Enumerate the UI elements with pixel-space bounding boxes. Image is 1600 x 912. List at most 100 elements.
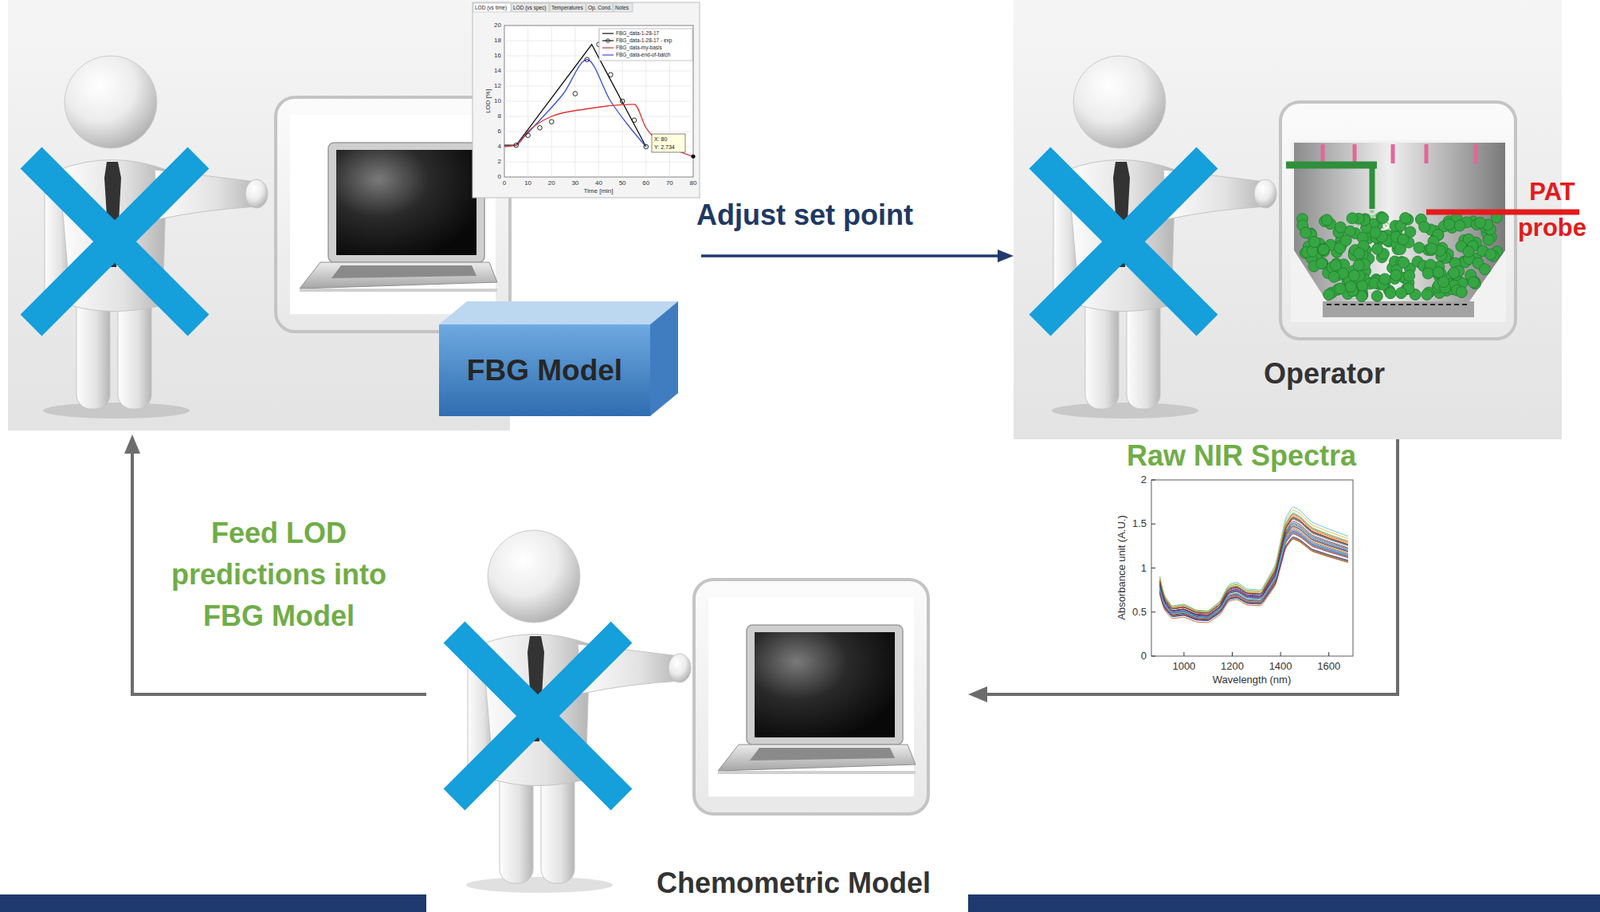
granule bbox=[1348, 270, 1360, 282]
chart-text: Temperatures bbox=[551, 4, 584, 11]
granule bbox=[1309, 236, 1321, 248]
lod-chart bbox=[472, 2, 700, 198]
data-curve bbox=[516, 59, 647, 147]
chart-text: Op. Cond. bbox=[588, 4, 612, 11]
model-name: FBG Model bbox=[466, 352, 623, 388]
chart-text: 2 bbox=[498, 157, 502, 165]
data-marker bbox=[608, 72, 614, 78]
chart-text: LOD (vs time) bbox=[474, 4, 507, 11]
chart-text: 0 bbox=[1141, 650, 1147, 663]
axis-tick bbox=[1151, 611, 1156, 612]
chart-text: Y: 2.734 bbox=[654, 144, 675, 151]
legend-sample bbox=[602, 39, 614, 41]
figure-head bbox=[487, 529, 581, 623]
card-frame bbox=[694, 579, 929, 814]
data-marker bbox=[631, 117, 637, 123]
spectrum-curve bbox=[1160, 514, 1349, 614]
granule bbox=[1352, 259, 1365, 271]
axis-tick bbox=[1231, 651, 1233, 656]
figure-hand bbox=[1254, 179, 1277, 208]
chart-text: 80 bbox=[690, 179, 698, 187]
laptop-base bbox=[717, 744, 916, 771]
chart-text: 30 bbox=[571, 179, 579, 187]
grid-line bbox=[504, 70, 694, 72]
legend-sample bbox=[606, 39, 611, 44]
granule bbox=[1426, 243, 1438, 255]
data-curve bbox=[504, 104, 694, 157]
spectrum-curve bbox=[1160, 524, 1349, 616]
block-front bbox=[439, 324, 651, 416]
spectrum-curve bbox=[1160, 513, 1349, 612]
spectrum-curve bbox=[1160, 517, 1349, 613]
card-frame bbox=[1280, 101, 1516, 339]
operator-panel: Operator bbox=[1013, 0, 1562, 440]
filter-nozzle bbox=[1424, 144, 1429, 164]
laptop-shadow bbox=[299, 288, 498, 292]
figure-head bbox=[1073, 55, 1166, 149]
granule bbox=[1300, 227, 1312, 239]
chart-text: FBG_data-end-of-batch bbox=[615, 51, 671, 58]
granule bbox=[1421, 288, 1433, 300]
granule bbox=[1328, 270, 1340, 283]
cross-mark bbox=[454, 631, 622, 800]
granule bbox=[1334, 282, 1346, 295]
granule bbox=[1316, 257, 1328, 269]
axis-tick bbox=[1280, 651, 1282, 656]
probe-label: PAT probe bbox=[1512, 173, 1593, 246]
spray-pipe bbox=[1286, 161, 1377, 169]
figure-shadow bbox=[43, 402, 190, 419]
chart-text: 10 bbox=[494, 97, 502, 105]
granule bbox=[1400, 212, 1412, 224]
granule bbox=[1443, 218, 1455, 230]
granule bbox=[1334, 221, 1346, 233]
datatip-box bbox=[651, 133, 686, 153]
granule bbox=[1372, 243, 1384, 255]
grid-line bbox=[504, 131, 694, 133]
block-top bbox=[439, 301, 679, 325]
chart-text: 0 bbox=[498, 172, 502, 181]
figure-head bbox=[64, 55, 157, 149]
granule bbox=[1398, 256, 1410, 268]
spectrum-curve bbox=[1160, 522, 1349, 615]
role-name: Operator bbox=[1263, 356, 1385, 390]
person-figure bbox=[454, 529, 691, 893]
granule bbox=[1340, 234, 1352, 246]
flow-label: Adjust set point bbox=[696, 198, 914, 232]
spectrum-curve bbox=[1160, 526, 1349, 619]
granule bbox=[1369, 227, 1381, 239]
data-marker bbox=[549, 119, 554, 125]
flow-label: Raw NIR Spectra bbox=[1126, 439, 1357, 472]
chart-window bbox=[1112, 474, 1357, 689]
laptop-base bbox=[299, 262, 498, 289]
granule bbox=[1474, 216, 1487, 228]
chart-text: 18 bbox=[494, 36, 502, 44]
legend-sample bbox=[602, 47, 614, 48]
chart-text: Notes bbox=[615, 4, 629, 11]
granule bbox=[1432, 266, 1444, 278]
chart-text: 10 bbox=[524, 179, 532, 187]
panel-background bbox=[1013, 0, 1562, 440]
cross-mark bbox=[454, 631, 622, 800]
cross-mark bbox=[31, 157, 199, 326]
figure-hand bbox=[668, 653, 691, 683]
chart-tab bbox=[511, 3, 550, 12]
granule bbox=[1395, 287, 1407, 299]
chart-text: 4 bbox=[498, 142, 502, 150]
granule bbox=[1371, 290, 1383, 302]
laptop-lid bbox=[328, 142, 485, 263]
axis-tick bbox=[1151, 479, 1156, 481]
plot-area bbox=[504, 25, 694, 177]
filter-nozzle bbox=[1391, 144, 1396, 164]
role-name: Chemometric Model bbox=[656, 866, 931, 899]
chart-text: 60 bbox=[642, 179, 650, 187]
granule bbox=[1462, 246, 1475, 258]
chart-text: 0.5 bbox=[1132, 605, 1147, 618]
model-panel: FBG Model bbox=[7, 0, 702, 435]
person-figure bbox=[31, 55, 268, 419]
cross-mark bbox=[1039, 157, 1208, 326]
chart-text: 0 bbox=[502, 179, 506, 187]
filter-nozzle bbox=[1474, 144, 1479, 164]
flow-arrow bbox=[982, 439, 1398, 695]
data-marker bbox=[572, 91, 578, 97]
